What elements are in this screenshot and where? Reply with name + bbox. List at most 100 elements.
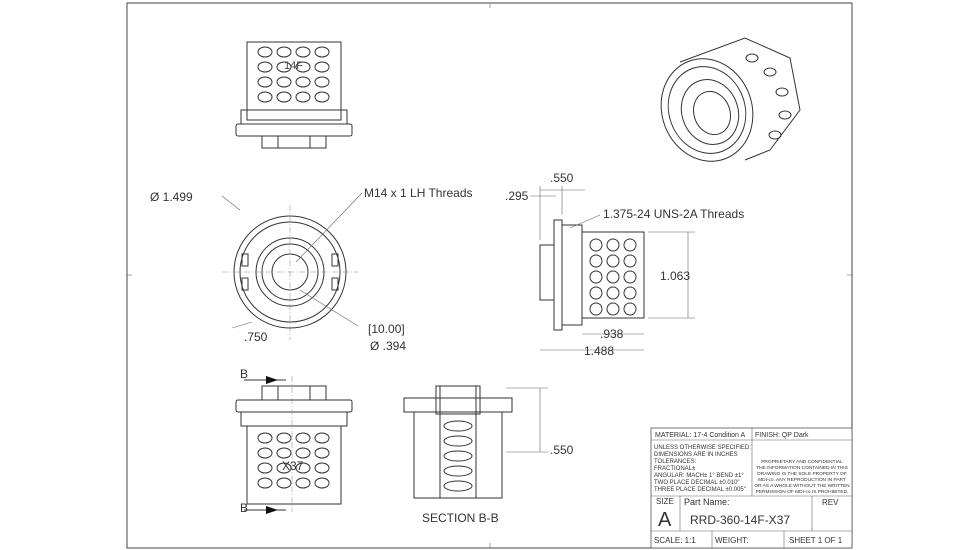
slot-cutout [295, 61, 311, 73]
tb-fractional: FRACTIONAL± [654, 466, 696, 472]
cut-label-top: B [240, 367, 248, 381]
tb-rev-label: REV [822, 498, 839, 507]
slot-cutout [606, 270, 620, 284]
isometric-view [660, 37, 801, 162]
title-block: MATERIAL: 17-4 Condition A FINISH: QP Da… [650, 427, 853, 549]
side-view: .550 .295 1.375-24 UNS-2A Threads 1.063 … [505, 171, 744, 358]
slot-cutout [257, 447, 273, 459]
slot-cutout [295, 447, 311, 459]
slot-cutout [606, 254, 620, 268]
front-view: Ø 1.499 M14 x 1 LH Threads .750 [10.00] … [150, 186, 473, 353]
tb-angular: ANGULAR: MACH± 1° BEND ±1° [654, 473, 744, 479]
tb-proprietary-4: OR AS A WHOLE WITHOUT THE WRITTEN [754, 483, 850, 489]
top-view: 14F [235, 41, 353, 149]
side-dim-295: .295 [505, 189, 529, 203]
slot-cutout [606, 238, 620, 252]
bottom-view: X37 B B [235, 367, 353, 515]
slot-cutout [589, 254, 603, 268]
tb-proprietary-3: MDI-co. ANY REPRODUCTION IN PART [758, 477, 846, 483]
slot-cutout [443, 480, 473, 492]
side-dim-938: .938 [600, 327, 624, 341]
slot-cutout [276, 447, 292, 459]
slot-cutout [443, 420, 473, 432]
slot-cutout [257, 432, 273, 444]
slot-cutout [623, 238, 637, 252]
tb-weight: WEIGHT: [715, 536, 748, 545]
slot-cutout [257, 61, 273, 73]
slot-cutout [314, 76, 330, 88]
tb-finish: FINISH: QP Dark [755, 432, 809, 439]
slot-cutout [276, 462, 292, 474]
top-view-label: 14F [284, 60, 303, 72]
slot-cutout [295, 477, 311, 489]
tb-three-place: THREE PLACE DECIMAL ±0.005" [654, 487, 746, 493]
tb-proprietary-5: PERMISSION OF MDI-co IS PROHIBITED. [756, 489, 849, 495]
tb-part-name-label: Part Name: [684, 497, 730, 507]
slot-cutout [257, 477, 273, 489]
section-title: SECTION B-B [422, 511, 499, 525]
tb-dims-in: DIMENSIONS ARE IN INCHES [654, 452, 738, 458]
slot-cutout [623, 254, 637, 268]
side-dim-1063: 1.063 [660, 269, 690, 283]
slot-cutout [443, 435, 473, 447]
tb-scale: SCALE: 1:1 [654, 536, 696, 545]
slot-cutout [276, 76, 292, 88]
slot-cutout [276, 477, 292, 489]
side-dim-1488: 1.488 [584, 344, 614, 358]
slot-cutout [295, 432, 311, 444]
slot-cutout [276, 46, 292, 58]
front-dim-394: Ø .394 [370, 339, 406, 353]
slot-cutout [623, 270, 637, 284]
tb-sheet: SHEET 1 OF 1 [789, 536, 843, 545]
slot-cutout [443, 465, 473, 477]
slot-cutout [314, 477, 330, 489]
slot-cutout [295, 76, 311, 88]
tb-proprietary-2: DRAWING IS THE SOLE PROPERTY OF [757, 471, 846, 477]
front-dim-750: .750 [244, 330, 268, 344]
slot-cutout [589, 286, 603, 300]
tb-proprietary-0: PROPRIETARY AND CONFIDENTIAL [761, 459, 843, 465]
tb-size-label: SIZE [656, 497, 674, 506]
side-thread-note: 1.375-24 UNS-2A Threads [603, 207, 744, 221]
slot-cutout [589, 238, 603, 252]
slot-cutout [606, 302, 620, 316]
slot-cutout [314, 462, 330, 474]
tb-proprietary-1: THE INFORMATION CONTAINED IN THIS [756, 465, 848, 471]
slot-cutout [276, 91, 292, 103]
front-dim-bracket: [10.00] [368, 322, 405, 336]
tb-part-name: RRD-360-14F-X37 [690, 513, 790, 527]
slot-cutout [257, 46, 273, 58]
slot-cutout [295, 462, 311, 474]
slot-cutout [589, 270, 603, 284]
slot-cutout [276, 432, 292, 444]
slot-cutout [623, 286, 637, 300]
sheet-border [126, 2, 853, 549]
tb-material: MATERIAL: 17-4 Condition A [655, 432, 745, 439]
slot-cutout [443, 450, 473, 462]
slot-cutout [257, 462, 273, 474]
slot-cutout [295, 91, 311, 103]
tb-tolerances: TOLERANCES: [654, 459, 697, 465]
slot-cutout [295, 46, 311, 58]
section-dim-550: .550 [550, 443, 574, 457]
slot-cutout [589, 302, 603, 316]
slot-cutout [314, 447, 330, 459]
slot-cutout [606, 286, 620, 300]
slot-cutout [314, 432, 330, 444]
section-view: .550 SECTION B-B [403, 385, 574, 525]
front-diameter-label: Ø 1.499 [150, 190, 193, 204]
slot-cutout [257, 76, 273, 88]
side-dim-550: .550 [550, 171, 574, 185]
cut-label-bottom: B [240, 501, 248, 515]
slot-cutout [623, 302, 637, 316]
slot-cutout [314, 91, 330, 103]
tb-unless: UNLESS OTHERWISE SPECIFIED: [654, 445, 751, 451]
slot-cutout [314, 61, 330, 73]
slot-cutout [314, 46, 330, 58]
bottom-view-label: X37 [282, 459, 304, 473]
front-thread-note: M14 x 1 LH Threads [364, 186, 473, 200]
slot-cutout [257, 91, 273, 103]
tb-size-value: A [658, 509, 672, 531]
tb-two-place: TWO PLACE DECIMAL ±0.010" [654, 480, 740, 486]
